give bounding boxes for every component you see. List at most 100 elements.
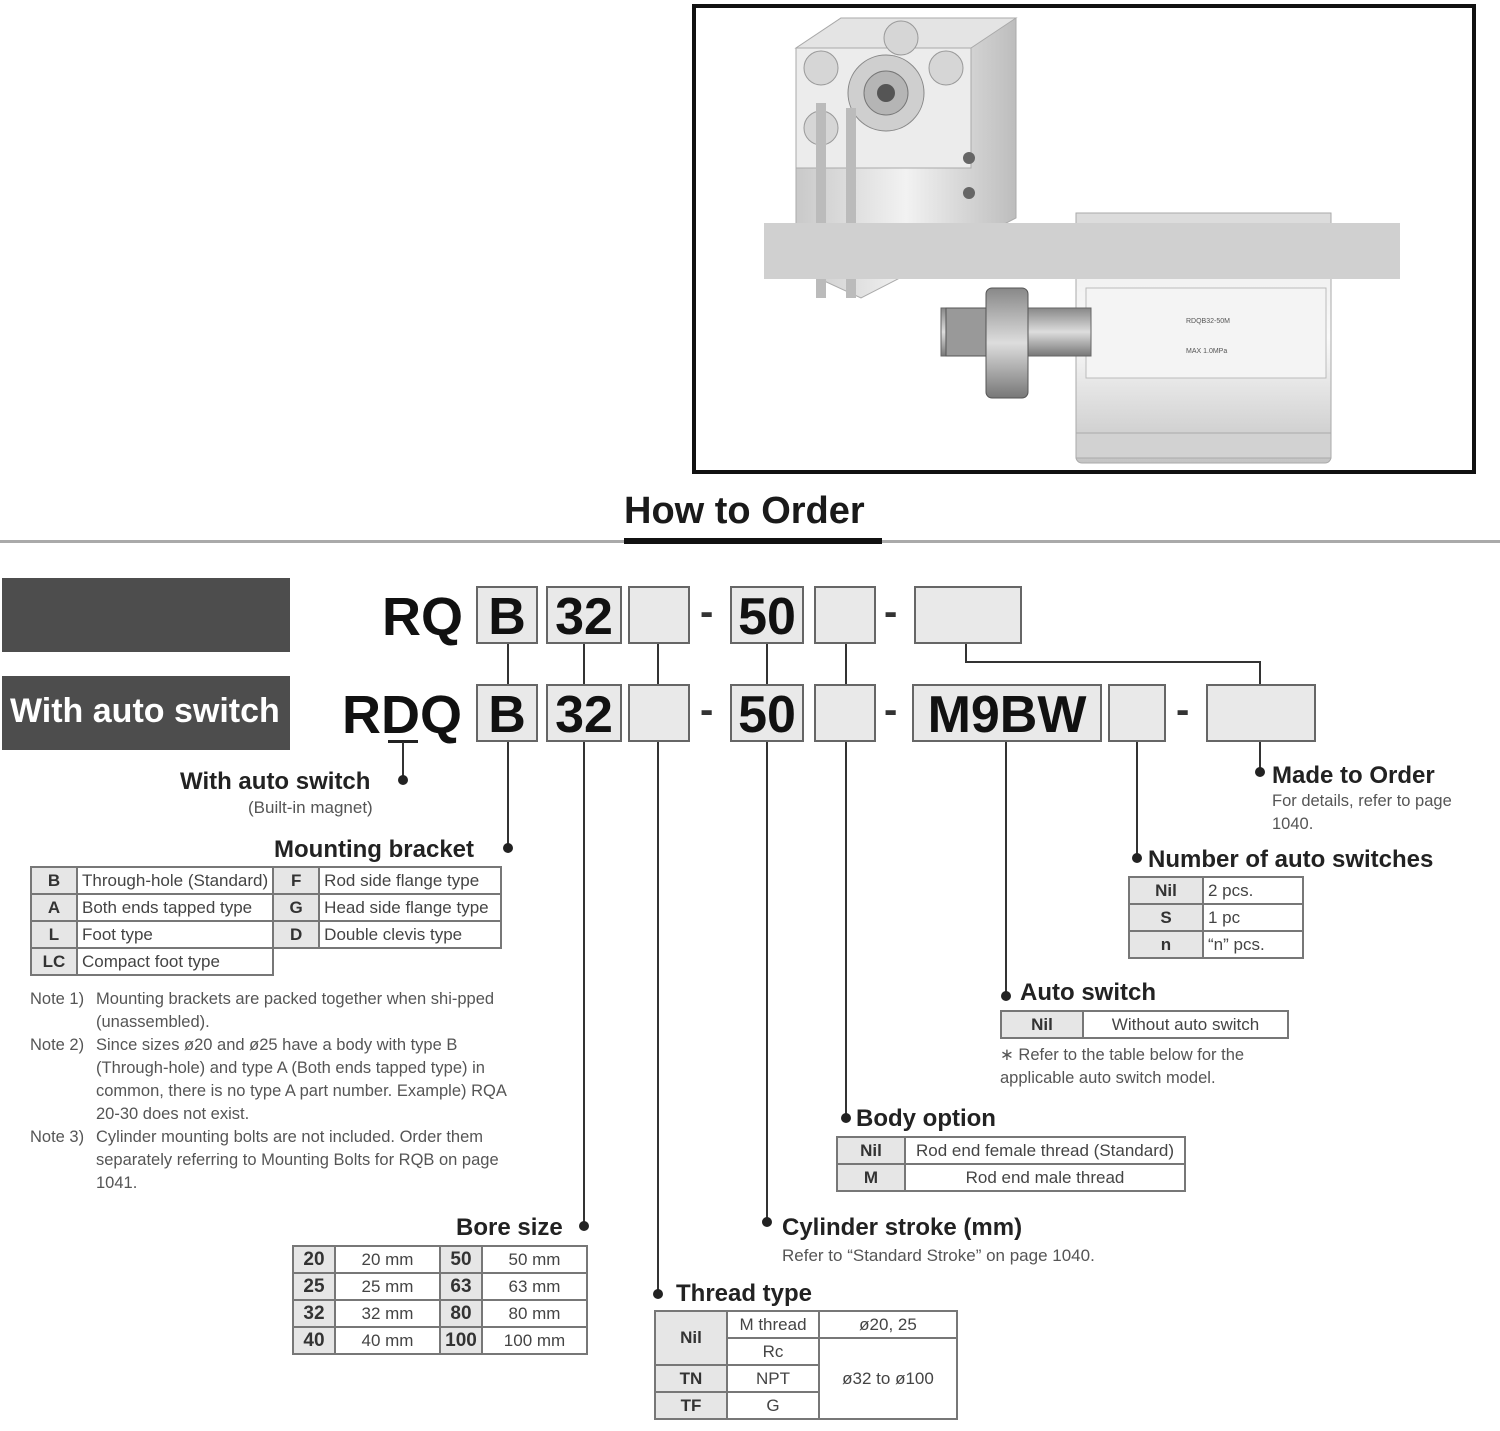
mount-key: G: [272, 893, 321, 922]
note-number: Note 2): [30, 1036, 85, 1054]
bore-key: 32: [292, 1299, 336, 1328]
mount-value: Rod side flange type: [318, 866, 503, 895]
note-item: Note 2) Since sizes ø20 and ø25 have a b…: [30, 1034, 520, 1126]
code1-stroke-box: 50: [730, 586, 804, 644]
with-auto-switch-label: With auto switch: [180, 768, 371, 795]
made-to-order-label: Made to Order: [1272, 762, 1435, 789]
mount-key: D: [272, 920, 321, 949]
bore-key: 50: [439, 1245, 483, 1274]
table-row: L Foot type D Double clevis type: [30, 920, 503, 949]
title-underline: [624, 538, 882, 544]
bore-key: 20: [292, 1245, 336, 1274]
bore-value: 40 mm: [334, 1326, 441, 1355]
thread-key-tf: TF: [654, 1391, 728, 1420]
num-switch-key: n: [1128, 930, 1204, 959]
mount-key: LC: [30, 947, 78, 976]
mount-value: Compact foot type: [75, 947, 275, 976]
thread-npt: NPT: [726, 1364, 820, 1393]
cylinder-stroke-label: Cylinder stroke (mm): [782, 1214, 1023, 1241]
thread-key-tn: TN: [654, 1364, 728, 1393]
bore-value: 32 mm: [334, 1299, 441, 1328]
body-option-table: Nil Rod end female thread (Standard) M R…: [836, 1136, 1186, 1192]
mount-key: A: [30, 893, 78, 922]
dot-body: [841, 1113, 851, 1123]
num-switch-key: Nil: [1128, 876, 1204, 905]
bore-key: 80: [439, 1299, 483, 1328]
bore-key: 25: [292, 1272, 336, 1301]
dot-with-auto: [398, 775, 408, 785]
body-option-label: Body option: [856, 1105, 996, 1132]
bore-value: 100 mm: [481, 1326, 588, 1355]
code1-dash-1: -: [700, 590, 714, 634]
num-switch-value: “n” pcs.: [1202, 930, 1304, 959]
bore-value: 20 mm: [334, 1245, 441, 1274]
thread-type-label: Thread type: [676, 1280, 813, 1307]
code2-thread-box: [628, 684, 690, 742]
bore-key: 100: [439, 1326, 483, 1355]
thread-range-2: ø32 to ø100: [818, 1337, 958, 1420]
mount-value: Through-hole (Standard): [75, 866, 275, 895]
table-row: 32 32 mm 80 80 mm: [292, 1299, 588, 1328]
bore-size-table: 20 20 mm 50 50 mm 25 25 mm 63 63 mm 32 3…: [292, 1245, 588, 1355]
table-row: 25 25 mm 63 63 mm: [292, 1272, 588, 1301]
bore-value: 80 mm: [481, 1299, 588, 1328]
code1-prefix: RQ: [382, 587, 463, 647]
mount-value: Head side flange type: [318, 893, 503, 922]
auto-switch-label: Auto switch: [1020, 979, 1156, 1006]
note-text: Since sizes ø20 and ø25 have a body with…: [96, 1036, 506, 1123]
code2-dash-2: -: [884, 688, 898, 732]
cylinder-illustration: RDQB32-50M MAX 1.0MPa: [764, 17, 1400, 464]
num-switch-key: S: [1128, 903, 1204, 932]
mount-value: Both ends tapped type: [75, 893, 275, 922]
dot-auto-switch: [1001, 991, 1011, 1001]
mount-value: Double clevis type: [318, 920, 503, 949]
code2-prefix: RDQ: [342, 685, 462, 745]
thread-key-nil: Nil: [654, 1310, 728, 1366]
note-item: Note 1) Mounting brackets are packed tog…: [30, 988, 520, 1034]
mount-key: F: [272, 866, 321, 895]
note-item: Note 3) Cylinder mounting bolts are not …: [30, 1126, 520, 1195]
code2-switch-box: M9BW: [912, 684, 1102, 742]
num-switch-value: 2 pcs.: [1202, 876, 1304, 905]
auto-switch-note: ∗ Refer to the table below for the appli…: [1000, 1046, 1245, 1087]
mounting-bracket-table: B Through-hole (Standard) F Rod side fla…: [30, 866, 503, 976]
code1-dash-2: -: [884, 590, 898, 634]
code1-body-box: [814, 586, 876, 644]
mount-key: B: [30, 866, 78, 895]
code1-order-box: [914, 586, 1022, 644]
dot-bore: [579, 1221, 589, 1231]
table-row: TN NPT: [654, 1364, 957, 1393]
code2-dash-3: -: [1176, 688, 1190, 732]
table-row: TF G: [654, 1391, 957, 1420]
code2-stroke-box: 50: [730, 684, 804, 742]
code2-mount-box: B: [476, 684, 538, 742]
dot-stroke: [762, 1217, 772, 1227]
body-value: Rod end female thread (Standard): [904, 1136, 1186, 1165]
dot-num-switch: [1132, 853, 1142, 863]
bore-size-label: Bore size: [456, 1214, 563, 1241]
notes: Note 1) Mounting brackets are packed tog…: [30, 988, 520, 1195]
band-blank: [2, 578, 290, 652]
table-row: Nil M thread ø20, 25: [654, 1310, 958, 1366]
bore-value: 63 mm: [481, 1272, 588, 1301]
thread-m: M thread: [726, 1310, 820, 1339]
dot-thread: [653, 1289, 663, 1299]
num-switches-table: Nil 2 pcs. S 1 pc n “n” pcs.: [1128, 876, 1304, 959]
table-row: A Both ends tapped type G Head side flan…: [30, 893, 503, 922]
note-number: Note 1): [30, 990, 85, 1008]
bore-key: 63: [439, 1272, 483, 1301]
thread-rc: Rc: [726, 1337, 820, 1366]
table-row: M Rod end male thread: [836, 1163, 1186, 1192]
bore-key: 40: [292, 1326, 336, 1355]
bore-value: 50 mm: [481, 1245, 588, 1274]
mounting-bracket-label: Mounting bracket: [274, 836, 475, 863]
table-row: 20 20 mm 50 50 mm: [292, 1245, 588, 1274]
table-row: Nil Rod end female thread (Standard): [836, 1136, 1186, 1165]
note-text: Mounting brackets are packed together wh…: [96, 990, 495, 1031]
code2-body-box: [814, 684, 876, 742]
product-photo: RDQB32-50M MAX 1.0MPa: [692, 4, 1476, 474]
dot-mounting: [503, 843, 513, 853]
table-row: S 1 pc: [1128, 903, 1304, 932]
code2-order-box: [1206, 684, 1316, 742]
